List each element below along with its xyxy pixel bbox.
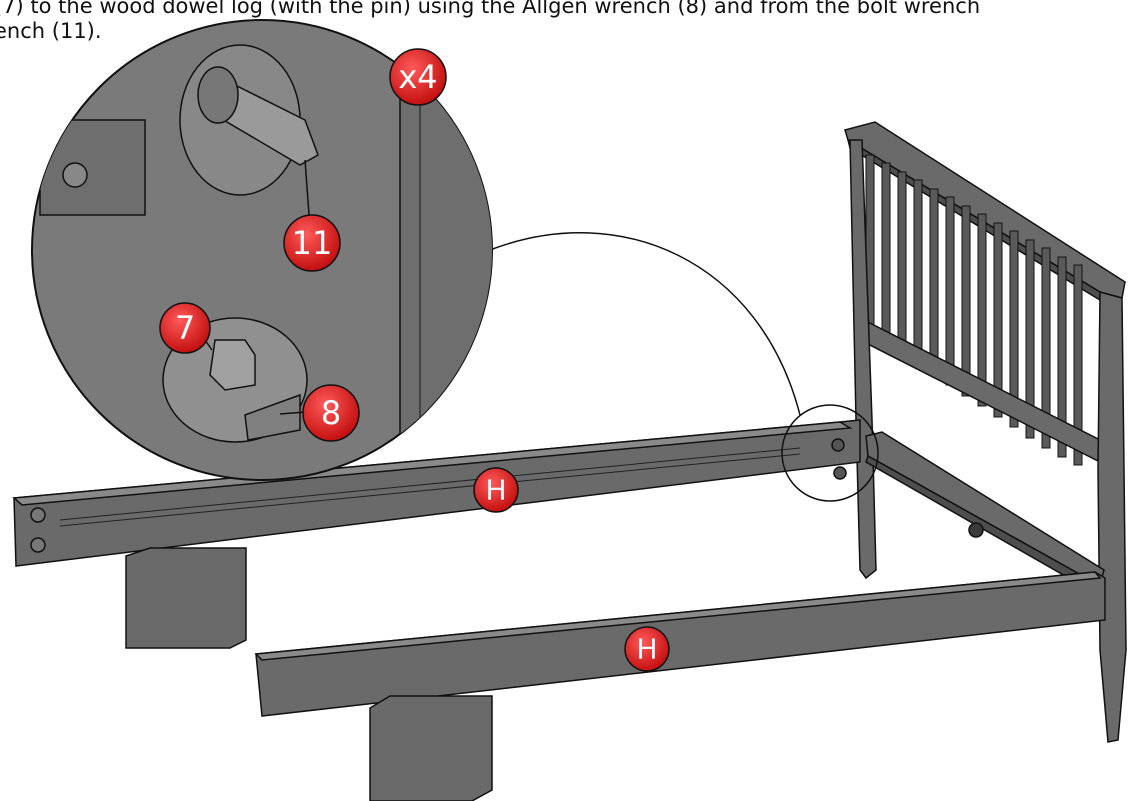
badge-part-7: 7 bbox=[159, 302, 211, 354]
badge-rail-h-back: H bbox=[473, 467, 519, 513]
badge-count: x4 bbox=[389, 48, 447, 106]
badge-part-11-text: 11 bbox=[292, 224, 333, 262]
instruction-line-2: ench (11). bbox=[0, 19, 102, 43]
badge-part-7-text: 7 bbox=[175, 309, 195, 347]
rail-h-back bbox=[12, 419, 861, 567]
instruction-text: (7) to the wood dowel log (with the pin)… bbox=[0, 0, 1133, 44]
rail-h-front bbox=[254, 571, 1106, 717]
badge-rail-h-back-text: H bbox=[485, 474, 506, 507]
badge-part-8: 8 bbox=[302, 384, 360, 442]
right-side-rail bbox=[865, 431, 1105, 590]
badge-part-8-text: 8 bbox=[321, 394, 341, 432]
headboard-right-post bbox=[1097, 291, 1127, 743]
headboard bbox=[844, 121, 1127, 743]
leader-curve bbox=[489, 232, 801, 416]
badge-rail-h-front: H bbox=[624, 626, 670, 672]
badge-part-11: 11 bbox=[283, 214, 341, 272]
headboard-slats bbox=[865, 154, 1083, 466]
support-blocks bbox=[125, 547, 493, 801]
badge-rail-h-front-text: H bbox=[636, 633, 657, 666]
badge-count-text: x4 bbox=[398, 58, 437, 96]
instruction-line-1: (7) to the wood dowel log (with the pin)… bbox=[0, 0, 981, 18]
detail-focus-circle bbox=[781, 404, 879, 502]
